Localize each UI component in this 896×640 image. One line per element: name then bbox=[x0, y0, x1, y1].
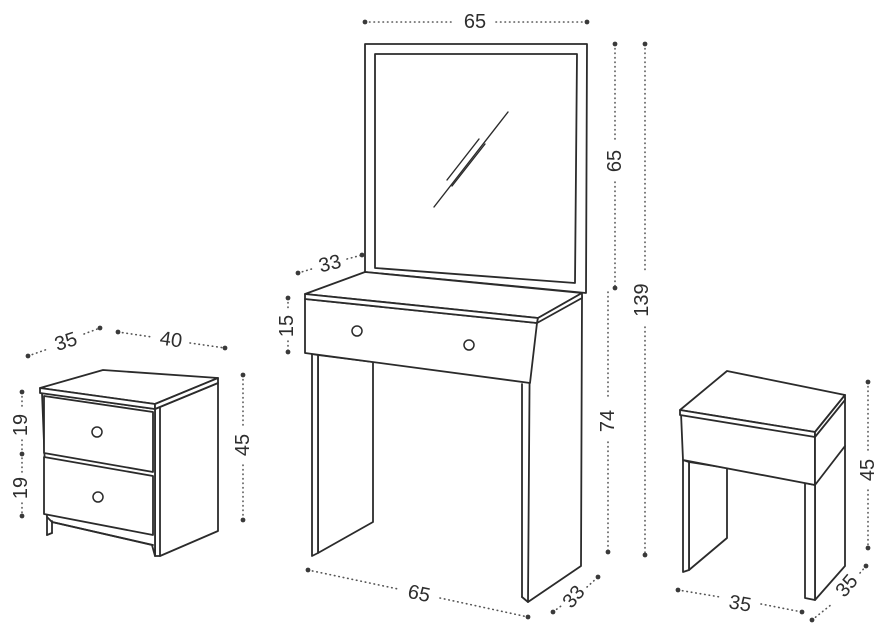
dim-end-dot bbox=[240, 372, 246, 378]
dim-label-stool-width: 35 bbox=[727, 591, 753, 617]
dim-end-dot bbox=[240, 517, 246, 523]
dim-end-dot bbox=[25, 353, 31, 359]
dim-label-nightstand-width: 40 bbox=[158, 328, 183, 353]
dim-end-dot bbox=[222, 345, 228, 351]
dim-end-dot bbox=[97, 325, 103, 331]
nightstand-lower-knob bbox=[92, 491, 104, 503]
dim-end-dot bbox=[285, 295, 291, 301]
dim-label-upper-drawer: 19 bbox=[10, 414, 32, 436]
dim-end-dot bbox=[675, 587, 681, 593]
dim-end-dot bbox=[865, 379, 871, 385]
dim-end-dot bbox=[642, 552, 648, 558]
dim-line-nightstand-width bbox=[189, 342, 226, 349]
dim-line-stool-depth bbox=[811, 603, 833, 621]
dim-end-dot bbox=[19, 451, 25, 457]
mirror-glass bbox=[374, 53, 578, 284]
dim-end-dot bbox=[19, 389, 25, 395]
nightstand-left-foot-bottom bbox=[46, 532, 53, 536]
dim-end-dot bbox=[612, 285, 618, 291]
dim-label-total-height: 139 bbox=[631, 283, 653, 316]
dim-line-stool-width bbox=[677, 589, 721, 598]
stool-seat-top-side-edge bbox=[814, 394, 846, 438]
vanity-table bbox=[304, 43, 588, 603]
dim-line-top-depth bbox=[346, 254, 363, 260]
vanity-left-knob bbox=[351, 325, 363, 337]
dim-end-dot bbox=[595, 574, 601, 580]
dim-end-dot bbox=[865, 545, 871, 551]
nightstand bbox=[39, 369, 219, 557]
dim-end-dot bbox=[799, 609, 805, 615]
dim-line-base-depth bbox=[552, 605, 562, 613]
dim-label-drawer-height: 15 bbox=[276, 315, 298, 337]
dim-label-table-width: 65 bbox=[406, 581, 432, 607]
stool-left-leg-front bbox=[682, 459, 690, 573]
vanity-right-side-panel bbox=[527, 295, 583, 603]
nightstand-plinth-edge bbox=[51, 521, 154, 546]
vanity-left-leg-front bbox=[311, 353, 319, 557]
dim-line-nightstand-depth bbox=[83, 327, 101, 335]
dim-line-table-width bbox=[439, 597, 529, 618]
dim-end-dot bbox=[19, 513, 25, 519]
vanity-dimensions: 65 65 139 74 33 15 65 33 bbox=[276, 11, 653, 620]
dim-end-dot bbox=[584, 19, 590, 25]
dim-end-dot bbox=[605, 549, 611, 555]
dim-line-table-width bbox=[307, 569, 399, 590]
dim-label-table-height: 74 bbox=[597, 410, 619, 432]
dim-label-base-depth: 33 bbox=[558, 581, 589, 612]
mirror-reflection-line bbox=[451, 143, 486, 187]
dim-end-dot bbox=[305, 567, 311, 573]
dim-label-top-depth: 33 bbox=[317, 251, 344, 278]
dim-line-stool-depth bbox=[859, 565, 867, 574]
vanity-left-leg-side bbox=[317, 354, 374, 554]
dim-line-stool-width bbox=[760, 603, 803, 613]
dim-end-dot bbox=[362, 19, 368, 25]
dim-end-dot bbox=[359, 252, 365, 258]
dim-end-dot bbox=[612, 41, 618, 47]
vanity-right-knob bbox=[463, 339, 475, 351]
dim-label-stool-height: 45 bbox=[857, 459, 879, 481]
dim-line-nightstand-width bbox=[117, 331, 153, 338]
dim-end-dot bbox=[863, 563, 869, 569]
stool-right-leg-front bbox=[804, 482, 816, 601]
dim-end-dot bbox=[295, 270, 301, 276]
dim-label-mirror-width: 65 bbox=[464, 11, 486, 33]
dim-end-dot bbox=[525, 614, 531, 620]
nightstand-side-panel bbox=[154, 382, 219, 557]
dim-label-mirror-height: 65 bbox=[604, 150, 626, 172]
nightstand-top-side-edge bbox=[154, 377, 219, 410]
nightstand-upper-knob bbox=[91, 426, 103, 438]
stool bbox=[679, 370, 846, 601]
mirror-reflection-line bbox=[446, 138, 480, 181]
dim-end-dot bbox=[809, 617, 815, 623]
dim-end-dot bbox=[285, 349, 291, 355]
dim-end-dot bbox=[115, 329, 121, 335]
stool-left-leg-side bbox=[688, 461, 728, 571]
dim-label-nightstand-depth: 35 bbox=[52, 328, 80, 356]
dim-end-dot bbox=[550, 609, 556, 615]
vanity-top-side-edge bbox=[536, 292, 583, 324]
dim-line-top-depth bbox=[297, 267, 316, 274]
dim-line-nightstand-depth bbox=[27, 348, 49, 357]
dim-label-nightstand-height: 45 bbox=[232, 434, 254, 456]
vanity-right-leg-bottom bbox=[521, 596, 529, 603]
dim-label-lower-drawer: 19 bbox=[10, 477, 32, 499]
dim-end-dot bbox=[642, 41, 648, 47]
mirror-reflection-line bbox=[433, 111, 509, 208]
